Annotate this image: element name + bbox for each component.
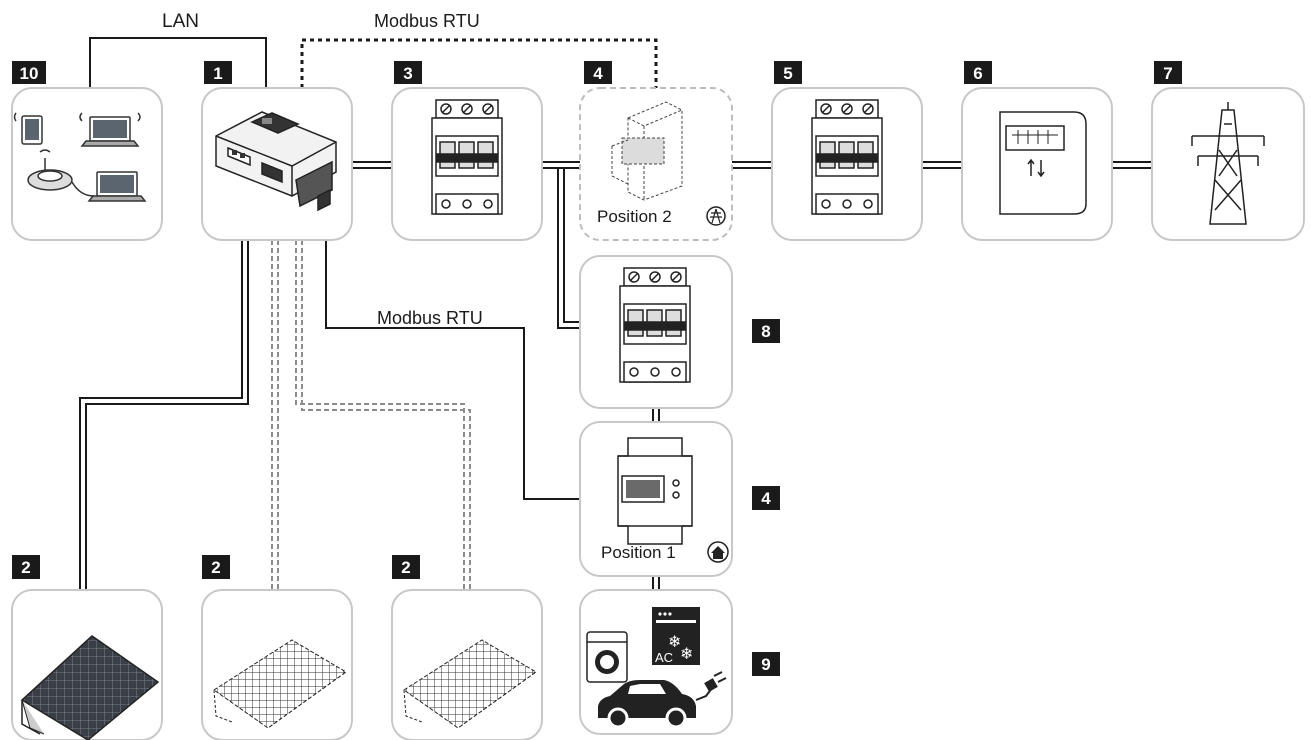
- badge-pv-1: 2: [12, 555, 40, 579]
- main-power-line: [352, 161, 1152, 169]
- energy-meter-dashed-icon: [611, 101, 683, 201]
- badge-pv-2: 2: [202, 555, 230, 579]
- position2-label: Position 2: [597, 207, 672, 226]
- snowflake-icon: ❄: [668, 632, 681, 651]
- circuit-breaker-icon: [619, 267, 691, 383]
- dc-line-pv1: [79, 240, 249, 590]
- ac-label: AC: [655, 650, 673, 665]
- modbus-mid-line: [325, 240, 580, 500]
- network-devices-icon: [13, 112, 147, 202]
- dc-line-pv3: [295, 240, 471, 590]
- badge-breaker-loads: 8: [752, 319, 780, 343]
- node-utility-meter: [961, 87, 1113, 241]
- utility-meter-icon: [999, 111, 1087, 215]
- badge-meter-position1: 4: [752, 486, 780, 510]
- node-pv-3: [391, 589, 543, 740]
- vertical-link-lines: [652, 408, 660, 590]
- branch-line-breaker8: [557, 168, 580, 329]
- node-pv-2: [201, 589, 353, 740]
- solar-panel-icon: [403, 639, 537, 729]
- energy-meter-icon: [617, 437, 693, 545]
- svg-text:5: 5: [783, 64, 792, 83]
- badge-breaker-house: 3: [394, 61, 422, 84]
- svg-text:8: 8: [761, 322, 770, 341]
- dc-line-pv2: [271, 240, 279, 590]
- lan-label: LAN: [162, 11, 199, 32]
- badge-pv-3: 2: [392, 555, 420, 579]
- circuit-breaker-icon: [431, 99, 503, 215]
- badge-grid: 7: [1154, 61, 1182, 84]
- connection-lines: [79, 37, 1152, 590]
- node-grid: [1151, 87, 1305, 241]
- solar-panel-icon: [20, 635, 160, 740]
- modbus-mid-label: Modbus RTU: [377, 308, 483, 328]
- svg-text:2: 2: [211, 558, 220, 577]
- svg-text:1: 1: [213, 64, 222, 83]
- svg-text:10: 10: [20, 64, 39, 83]
- svg-text:9: 9: [761, 655, 770, 674]
- grid-position-icon: [706, 206, 726, 226]
- position1-label: Position 1: [601, 543, 676, 562]
- node-devices: [11, 87, 163, 241]
- svg-text:2: 2: [401, 558, 410, 577]
- inverter-icon: [215, 111, 337, 212]
- node-breaker-loads: [579, 255, 733, 409]
- node-inverter: [201, 87, 353, 241]
- svg-text:7: 7: [1163, 64, 1172, 83]
- snowflake-icon: ❄: [680, 644, 693, 663]
- svg-text:6: 6: [973, 64, 982, 83]
- modbus-top-label: Modbus RTU: [374, 11, 480, 31]
- badge-inverter: 1: [204, 61, 232, 84]
- lan-line: [89, 37, 267, 88]
- svg-text:4: 4: [761, 489, 771, 508]
- svg-text:2: 2: [21, 558, 30, 577]
- node-meter-position2: Position 2: [579, 87, 733, 241]
- badge-breaker-grid: 5: [774, 61, 802, 84]
- node-breaker-grid: [771, 87, 923, 241]
- modbus-top-line: [300, 38, 658, 88]
- node-pv-1: [11, 589, 163, 740]
- svg-text:4: 4: [593, 64, 603, 83]
- household-loads-icon: AC ❄ ❄: [586, 607, 727, 729]
- badge-loads: 9: [752, 652, 780, 676]
- solar-panel-icon: [213, 639, 347, 729]
- node-loads: AC ❄ ❄: [579, 589, 733, 735]
- svg-text:3: 3: [403, 64, 412, 83]
- circuit-breaker-icon: [811, 99, 883, 215]
- node-meter-position1: Position 1: [579, 421, 733, 577]
- power-pylon-icon: [1191, 102, 1265, 225]
- badge-meter-position2: 4: [584, 61, 612, 84]
- badge-devices: 10: [12, 61, 46, 84]
- house-position-icon: [707, 541, 729, 563]
- badge-utility-meter: 6: [964, 61, 992, 84]
- node-breaker-house: [391, 87, 543, 241]
